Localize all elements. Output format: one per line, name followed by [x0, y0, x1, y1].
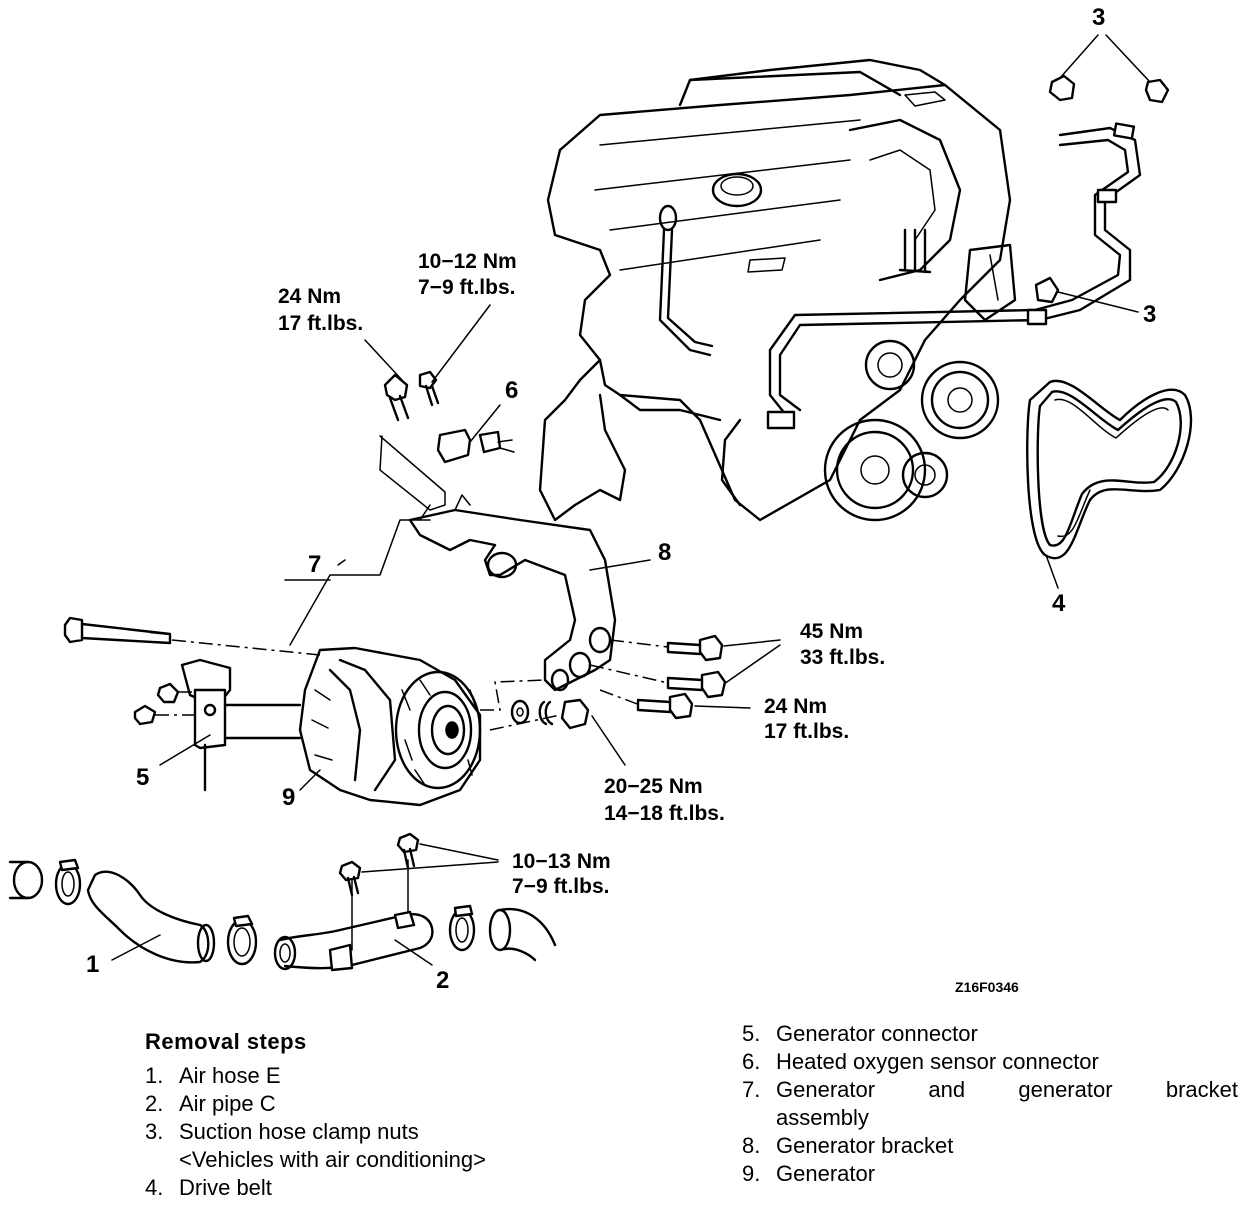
- step-number: 2.: [145, 1091, 164, 1116]
- step-text: Generator and generator bracket: [776, 1077, 1238, 1102]
- step-number: 3.: [145, 1119, 164, 1144]
- step-text: Air hose E: [179, 1063, 281, 1088]
- step-subtext: assembly: [776, 1105, 869, 1130]
- step-item: 8. Generator bracket: [742, 1132, 1238, 1160]
- torque-17ftlbs-top: 17 ft.lbs.: [278, 312, 363, 335]
- step-text: Generator: [776, 1161, 876, 1186]
- step-number: 9.: [742, 1161, 761, 1186]
- step-text: Drive belt: [179, 1175, 272, 1200]
- engine-outline: [538, 58, 1017, 522]
- callout-5: 5: [136, 764, 149, 791]
- torque-33ftlbs: 33 ft.lbs.: [800, 646, 885, 669]
- step-subtext: <Vehicles with air conditioning>: [179, 1147, 486, 1172]
- step-text: Heated oxygen sensor connector: [776, 1049, 1099, 1074]
- removal-steps-heading: Removal steps: [145, 1029, 307, 1054]
- bracket-assembly: [63, 304, 781, 807]
- torque-10-13nm: 10−13 Nm: [512, 850, 611, 873]
- callout-7: 7: [308, 551, 321, 578]
- step-text: Air pipe C: [179, 1091, 276, 1116]
- step-text: Generator bracket: [776, 1133, 954, 1158]
- step-number: 8.: [742, 1133, 761, 1158]
- callout-6: 6: [505, 377, 518, 404]
- torque-24nm-top: 24 Nm: [278, 285, 341, 308]
- torque-14-18ftlbs: 14−18 ft.lbs.: [604, 802, 725, 825]
- step-text: Suction hose clamp nuts: [179, 1119, 419, 1144]
- step-item: 1. Air hose E: [145, 1062, 486, 1090]
- callout-9: 9: [282, 784, 295, 811]
- callout-2: 2: [436, 967, 449, 994]
- step-item: 4. Drive belt: [145, 1174, 486, 1202]
- torque-specs: 24 Nm 17 ft.lbs. 10−12 Nm 7−9 ft.lbs. 45…: [278, 250, 885, 898]
- removal-steps-left: Removal steps 1.Air hose E 2.Air pipe C …: [145, 1028, 486, 1202]
- step-number: 5.: [742, 1021, 761, 1046]
- removal-steps-right: 5. Generator connector 6. Heated oxygen se…: [742, 1020, 1238, 1188]
- step-number: 7.: [742, 1077, 761, 1102]
- step-number: 1.: [145, 1063, 164, 1088]
- torque-7-9ftlbs: 7−9 ft.lbs.: [418, 276, 515, 299]
- torque-17ftlbs-right: 17 ft.lbs.: [764, 720, 849, 743]
- suction-hose: [766, 74, 1170, 430]
- torque-7-9ftlbs-hose: 7−9 ft.lbs.: [512, 875, 609, 898]
- callout-1: 1: [86, 951, 99, 978]
- callout-3-top: 3: [1092, 4, 1105, 31]
- figure-code: Z16F0346: [955, 979, 1019, 995]
- callout-4: 4: [1052, 590, 1066, 617]
- step-number: 4.: [145, 1175, 164, 1200]
- drive-belt: [1026, 379, 1193, 560]
- torque-24nm-right: 24 Nm: [764, 695, 827, 718]
- callout-3-right: 3: [1143, 301, 1156, 328]
- callout-labels: 3 3 4 6 7 8 5 9 1 2: [86, 4, 1156, 994]
- air-hoses: [8, 832, 557, 972]
- step-item: 9. Generator: [742, 1160, 1238, 1188]
- step-item: 3. Suction hose clamp nuts: [145, 1118, 486, 1146]
- callout-8: 8: [658, 539, 671, 566]
- step-number: 6.: [742, 1049, 761, 1074]
- step-item: 6. Heated oxygen sensor connector: [742, 1048, 1238, 1076]
- torque-10-12nm: 10−12 Nm: [418, 250, 517, 273]
- torque-20-25nm: 20−25 Nm: [604, 775, 703, 798]
- step-item: 2. Air pipe C: [145, 1090, 486, 1118]
- step-item: 7. Generator and generator bracket: [742, 1076, 1238, 1104]
- torque-45nm: 45 Nm: [800, 620, 863, 643]
- step-text: Generator connector: [776, 1021, 978, 1046]
- step-item: 5. Generator connector: [742, 1020, 1238, 1048]
